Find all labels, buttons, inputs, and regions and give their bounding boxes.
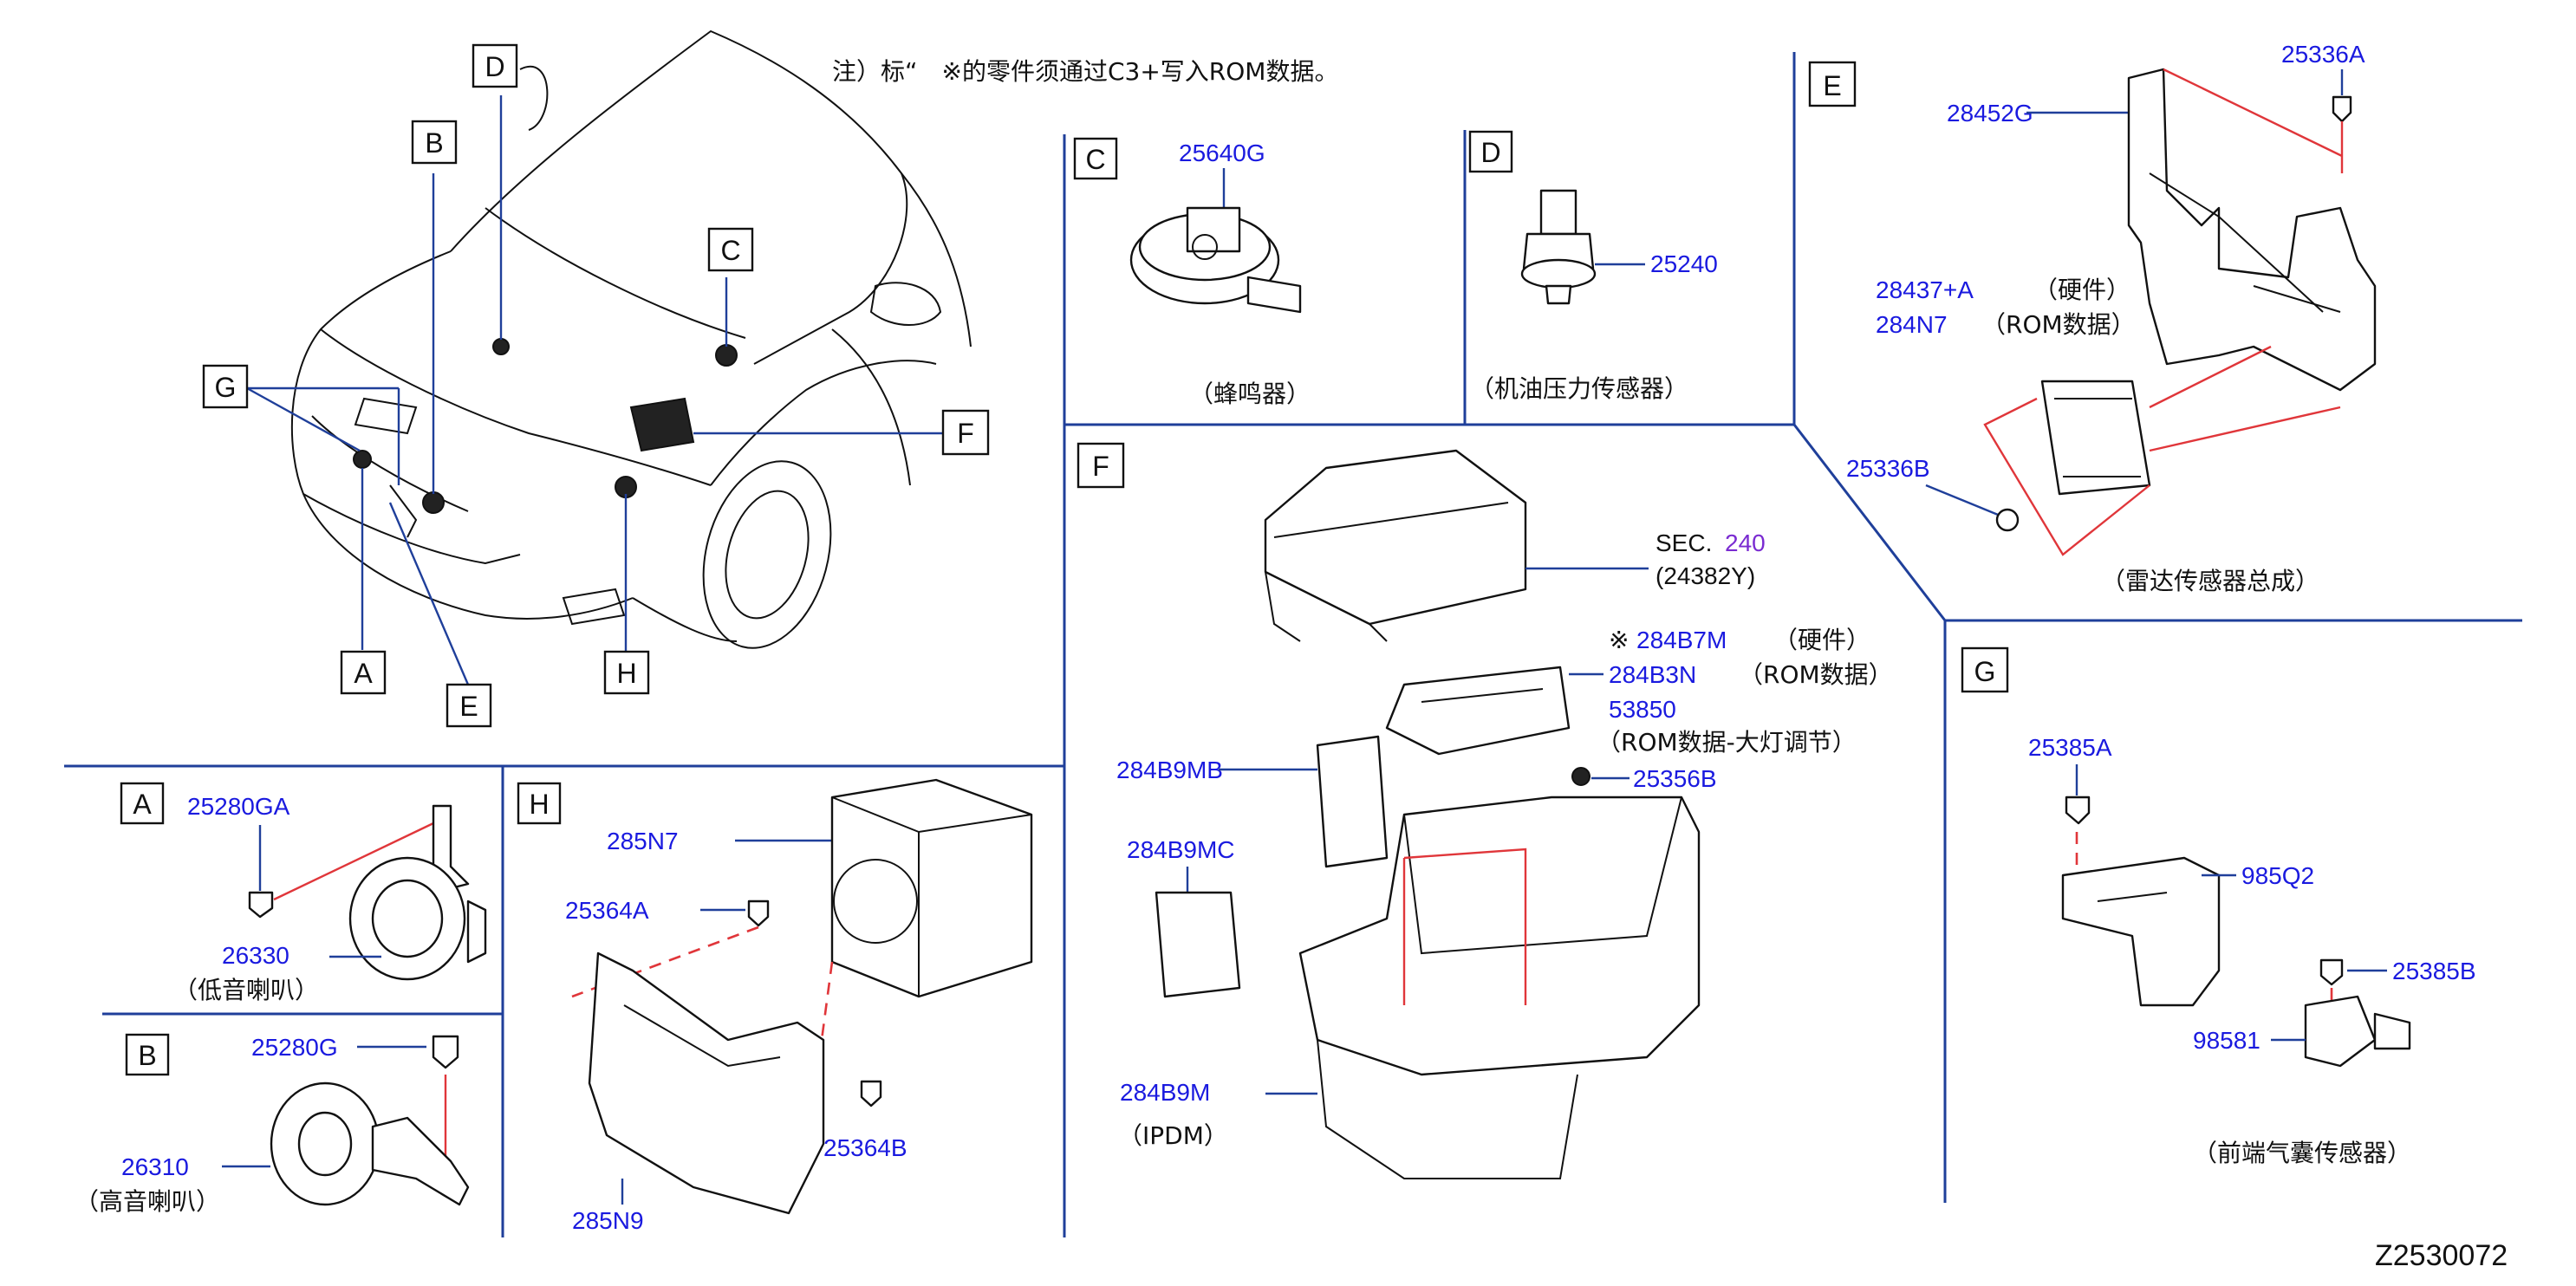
svg-text:G: G bbox=[215, 372, 237, 403]
callout-d: D bbox=[472, 43, 518, 88]
overview-leaders bbox=[246, 95, 943, 685]
part-985q2: 985Q2 bbox=[2241, 862, 2314, 889]
part-284b3n: 284B3N bbox=[1609, 661, 1696, 688]
section-c: C 25640G （蜂鸣器） bbox=[1073, 137, 1311, 408]
part-285n9: 285N9 bbox=[572, 1207, 644, 1234]
part-28437a: 28437+A bbox=[1876, 276, 1974, 303]
label-rom-f: （ROM数据） bbox=[1739, 660, 1893, 689]
part-284b9mc: 284B9MC bbox=[1127, 836, 1235, 863]
part-25280ga: 25280GA bbox=[187, 793, 290, 820]
part-25364b: 25364B bbox=[823, 1134, 907, 1161]
svg-text:A: A bbox=[354, 658, 373, 689]
label-hardware-f: （硬件） bbox=[1773, 626, 1870, 654]
ipdm-box-icon bbox=[1298, 796, 1701, 1179]
label-sec-ref: (24382Y) bbox=[1656, 562, 1755, 589]
callout-h: H bbox=[603, 650, 650, 695]
label-hardware-e: （硬件） bbox=[2033, 276, 2130, 304]
caption-radar: （雷达传感器总成） bbox=[2101, 567, 2319, 595]
section-a: A 25280GA 26330 （低音喇叭） bbox=[120, 782, 487, 1004]
oil-pressure-sensor-icon bbox=[1520, 189, 1597, 305]
rom-mark: ※ bbox=[1609, 627, 1629, 653]
callout-f: F bbox=[941, 409, 990, 456]
horn-icon bbox=[348, 804, 487, 981]
part-26330: 26330 bbox=[222, 942, 289, 969]
callout-g: G bbox=[202, 364, 249, 409]
part-25356b: 25356B bbox=[1633, 765, 1717, 792]
part-285n7: 285N7 bbox=[607, 828, 679, 854]
bracket-icon bbox=[2127, 68, 2377, 392]
svg-text:E: E bbox=[459, 691, 478, 722]
caption-low-horn: （低音喇叭） bbox=[173, 976, 319, 1004]
label-rom-headlamp: （ROM数据-大灯调节） bbox=[1597, 728, 1857, 757]
svg-text:A: A bbox=[133, 789, 152, 820]
svg-text:F: F bbox=[1092, 451, 1109, 482]
label-rom-e: （ROM数据） bbox=[1981, 310, 2136, 339]
callout-c: C bbox=[707, 227, 754, 272]
svg-text:B: B bbox=[138, 1040, 156, 1071]
part-25640g: 25640G bbox=[1179, 140, 1265, 166]
airbag-bracket-icon bbox=[2061, 856, 2221, 1007]
svg-text:C: C bbox=[720, 235, 740, 266]
section-e: E 25336A 28452G 28437+A 284N7 （硬件） （ROM数… bbox=[1808, 41, 2377, 595]
caption-airbag: （前端气囊传感器） bbox=[2193, 1139, 2411, 1167]
section-dividers bbox=[64, 52, 2522, 1237]
part-284b7m: 284B7M bbox=[1636, 627, 1727, 653]
svg-text:B: B bbox=[425, 127, 443, 159]
svg-text:G: G bbox=[1974, 656, 1996, 687]
car-icon bbox=[290, 29, 972, 649]
part-53850: 53850 bbox=[1609, 696, 1676, 723]
part-25385a: 25385A bbox=[2028, 734, 2112, 761]
part-28452g: 28452G bbox=[1947, 100, 2033, 127]
svg-text:H: H bbox=[529, 789, 549, 820]
part-98581: 98581 bbox=[2193, 1027, 2261, 1054]
part-284n7: 284N7 bbox=[1876, 311, 1948, 338]
module-icon bbox=[830, 778, 1033, 998]
caption-high-horn: （高音喇叭） bbox=[75, 1187, 220, 1216]
ipdm-cover-icon bbox=[1264, 449, 1527, 642]
svg-text:H: H bbox=[616, 658, 636, 689]
section-f: F SEC. 240 (24382Y) ※ 284B7M 284B3N 5385… bbox=[1077, 442, 1893, 1179]
section-b: B 25280G 26310 （高音喇叭） bbox=[75, 1033, 470, 1216]
part-284b9m: 284B9M bbox=[1120, 1079, 1210, 1106]
buzzer-icon bbox=[1129, 206, 1302, 314]
drawing-number: Z2530072 bbox=[2375, 1239, 2508, 1272]
bracket-icon bbox=[588, 952, 825, 1215]
label-ipdm: （IPDM） bbox=[1118, 1121, 1228, 1150]
callout-e: E bbox=[446, 683, 492, 728]
label-sec-num: 240 bbox=[1725, 529, 1766, 556]
part-25240: 25240 bbox=[1650, 250, 1718, 277]
svg-text:E: E bbox=[1823, 70, 1841, 101]
ipdm-icon bbox=[1385, 666, 1571, 756]
radar-sensor-icon bbox=[2040, 380, 2151, 496]
part-25280g: 25280G bbox=[251, 1034, 338, 1061]
svg-text:C: C bbox=[1085, 144, 1105, 175]
rom-note: 注）标“ ※的零件须通过C3+写入ROM数据。 bbox=[832, 57, 1338, 86]
callout-b: B bbox=[411, 120, 458, 165]
part-25336b: 25336B bbox=[1846, 455, 1930, 482]
svg-text:D: D bbox=[1480, 137, 1500, 168]
part-25336a: 25336A bbox=[2281, 41, 2365, 68]
caption-oil-sensor: （机油压力传感器） bbox=[1470, 374, 1688, 403]
airbag-sensor-icon bbox=[2304, 995, 2411, 1068]
part-25385b: 25385B bbox=[2392, 958, 2476, 984]
callout-a: A bbox=[340, 650, 387, 695]
part-284b9mb: 284B9MB bbox=[1116, 757, 1223, 783]
part-25364a: 25364A bbox=[565, 897, 649, 924]
section-d: D 25240 （机油压力传感器） bbox=[1468, 130, 1718, 403]
svg-text:D: D bbox=[485, 51, 504, 82]
svg-text:F: F bbox=[957, 418, 974, 449]
part-26310: 26310 bbox=[121, 1153, 189, 1180]
caption-buzzer: （蜂鸣器） bbox=[1189, 380, 1311, 408]
horn-icon bbox=[270, 1081, 470, 1206]
label-sec: SEC. bbox=[1656, 529, 1712, 556]
section-h: H 285N7 25364A 25364B 285N9 bbox=[517, 778, 1033, 1234]
section-g: G 25385A 985Q2 25385B 98581 （前端气囊传感器） bbox=[1961, 646, 2476, 1167]
